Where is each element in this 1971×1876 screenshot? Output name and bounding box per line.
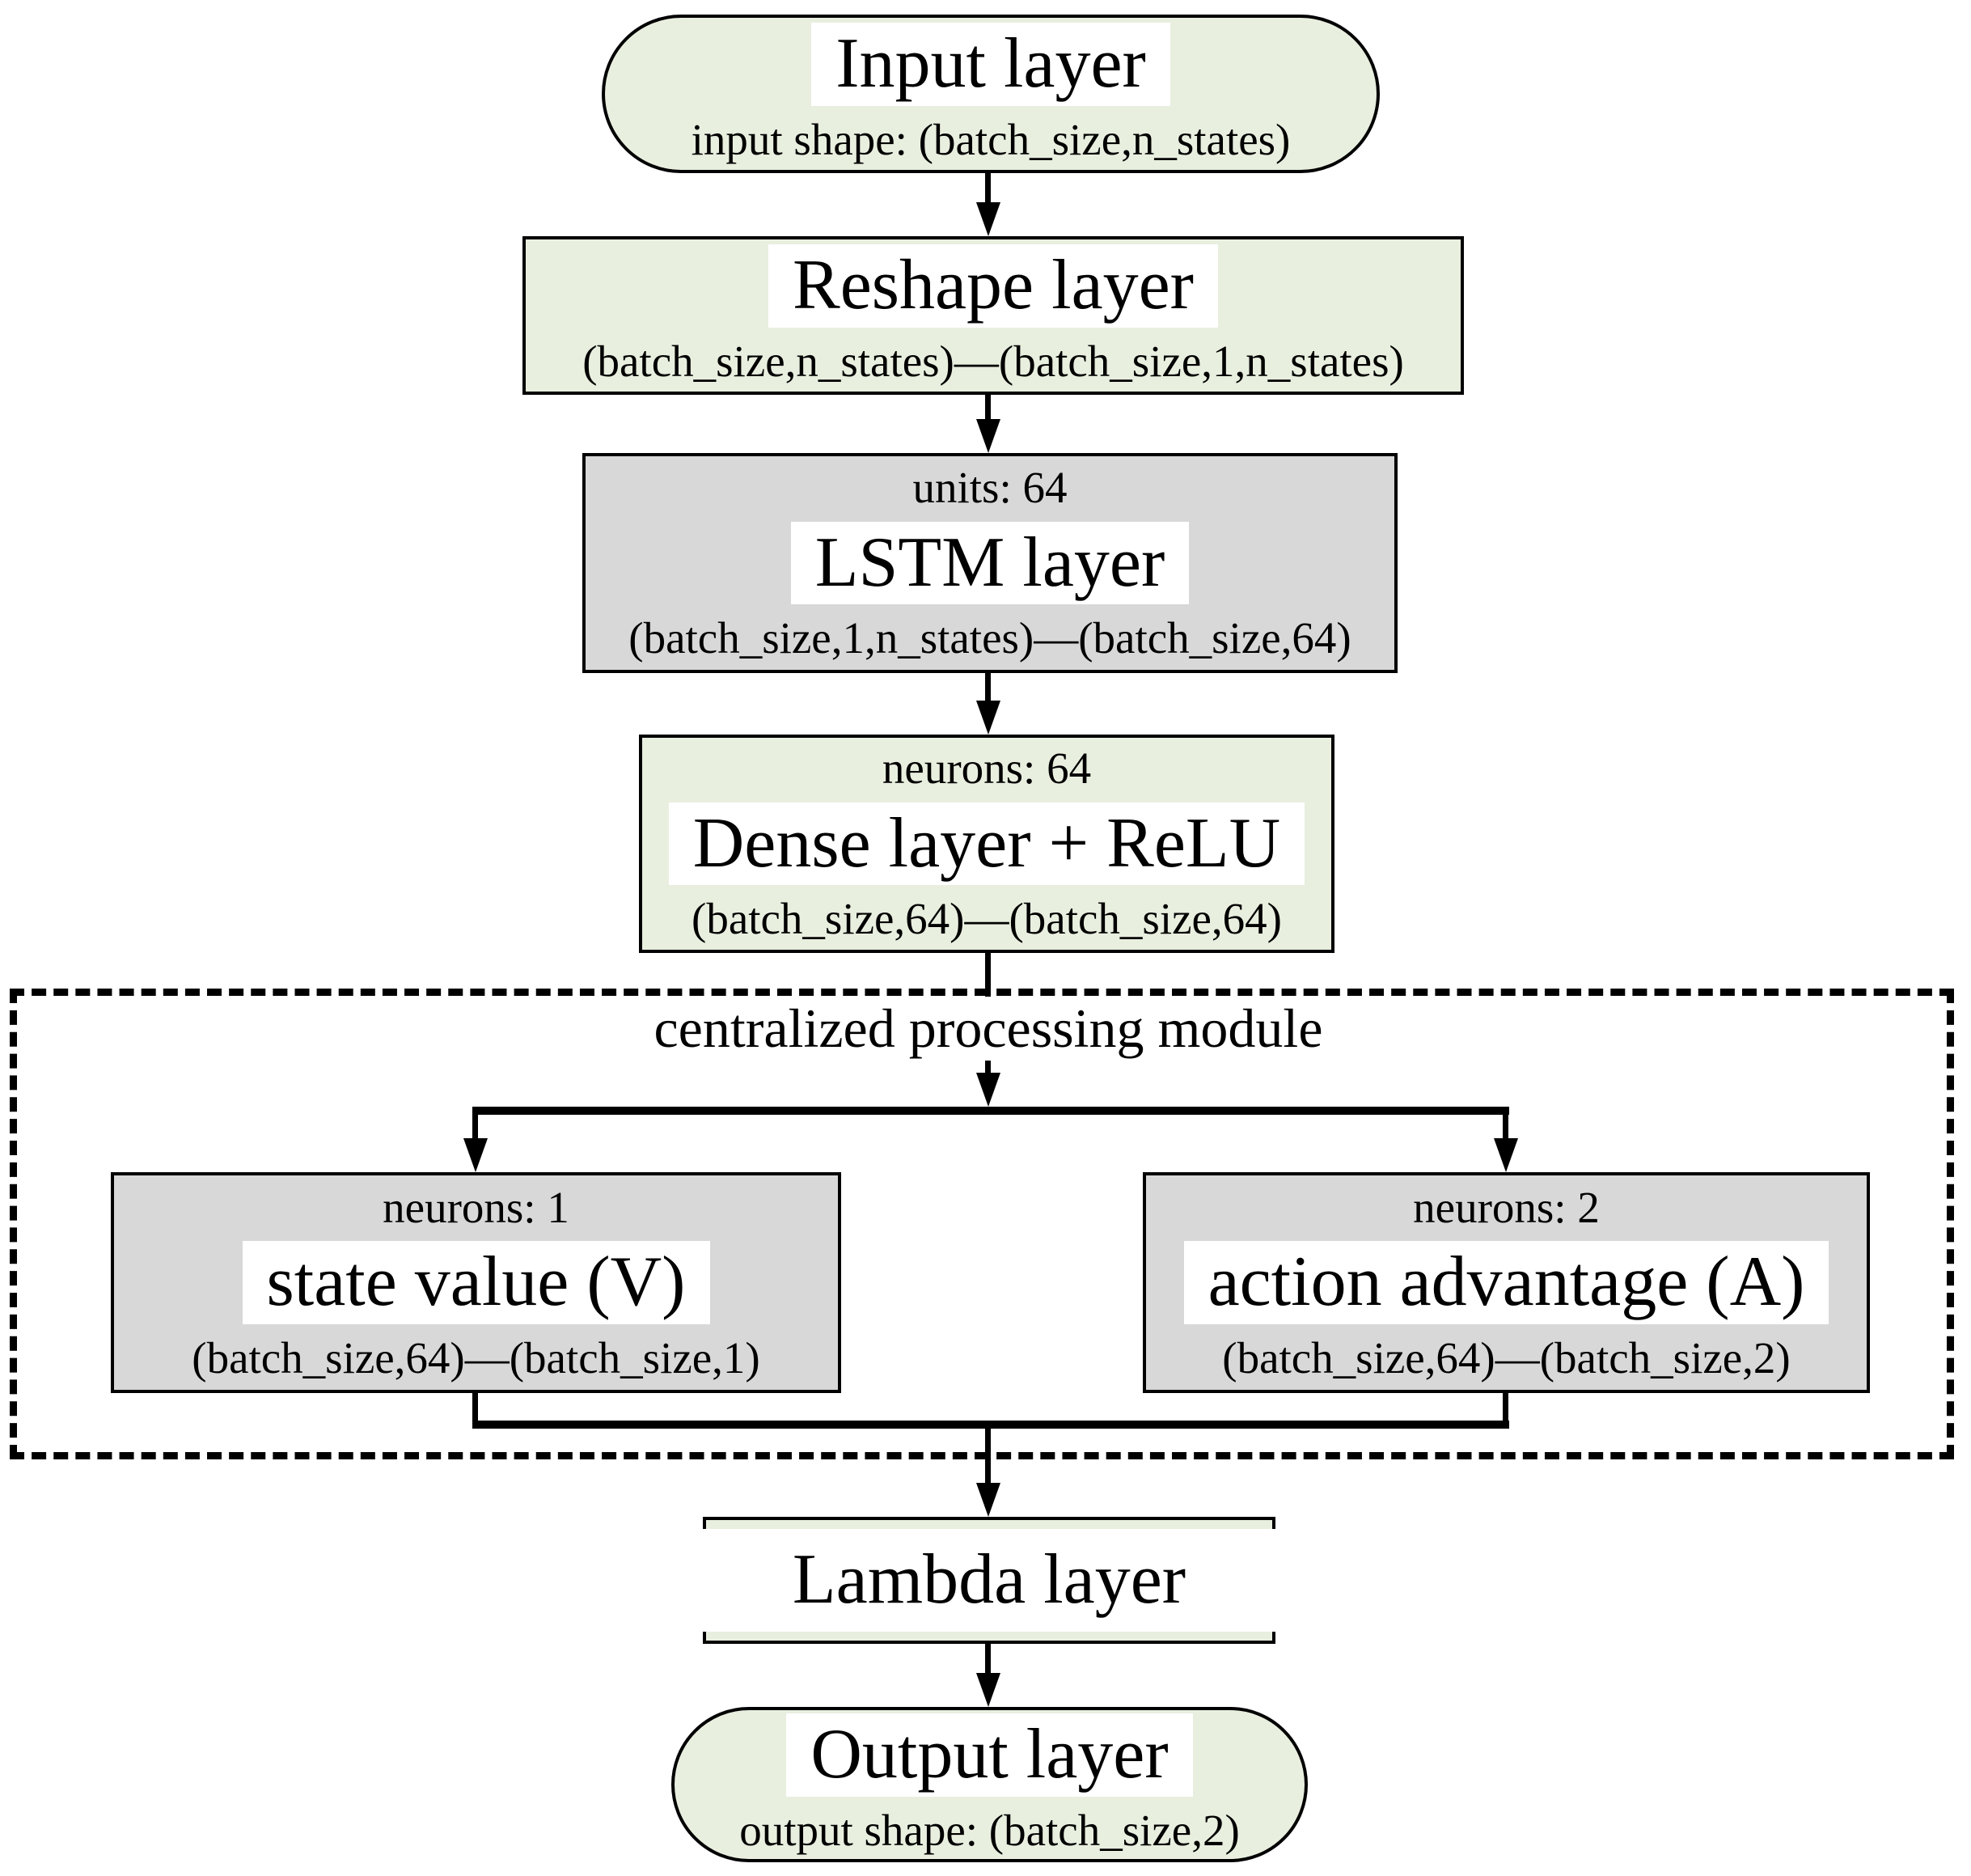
merge-line-state-value: [472, 1391, 478, 1424]
arrow-dense-to-split-head: [976, 1073, 1000, 1107]
node-input-layer: Input layer input shape: (batch_size,n_s…: [602, 15, 1380, 173]
arrow-split-to-state-value-head: [463, 1138, 488, 1172]
action-advantage-title: action advantage (A): [1183, 1241, 1829, 1324]
lstm-layer-shape: (batch_size,1,n_states)—(batch_size,64): [628, 613, 1351, 663]
split-bar: [472, 1107, 1509, 1115]
merge-line-action-advantage: [1503, 1391, 1508, 1424]
lstm-layer-units: units: 64: [912, 463, 1068, 513]
lambda-layer-title: Lambda layer: [695, 1529, 1284, 1632]
centralized-processing-module-label: centralized processing module: [634, 997, 1343, 1061]
reshape-layer-title: Reshape layer: [768, 244, 1218, 328]
arrow-lstm-to-dense-head: [976, 701, 1000, 735]
arrow-input-to-reshape-head: [976, 202, 1000, 236]
arrow-lambda-to-output-line: [985, 1644, 991, 1676]
dense-layer-shape: (batch_size,64)—(batch_size,64): [692, 894, 1282, 944]
arrow-split-to-state-value-line: [472, 1115, 478, 1141]
node-lambda-layer: Lambda layer: [695, 1517, 1284, 1644]
node-lstm-layer: units: 64 LSTM layer (batch_size,1,n_sta…: [582, 453, 1398, 673]
arrow-reshape-to-lstm-head: [976, 419, 1000, 453]
node-state-value: neurons: 1 state value (V) (batch_size,6…: [111, 1172, 841, 1393]
node-dense-relu-layer: neurons: 64 Dense layer + ReLU (batch_si…: [639, 735, 1334, 953]
state-value-shape: (batch_size,64)—(batch_size,1): [192, 1332, 760, 1383]
node-output-layer: Output layer output shape: (batch_size,2…: [671, 1707, 1308, 1862]
node-reshape-layer: Reshape layer (batch_size,n_states)—(bat…: [522, 236, 1464, 395]
output-layer-title: Output layer: [786, 1713, 1193, 1797]
node-action-advantage: neurons: 2 action advantage (A) (batch_s…: [1143, 1172, 1870, 1393]
state-value-neurons: neurons: 1: [383, 1182, 569, 1232]
action-advantage-neurons: neurons: 2: [1413, 1182, 1600, 1232]
state-value-title: state value (V): [242, 1241, 710, 1324]
arrow-merge-to-lambda-head: [976, 1483, 1000, 1517]
reshape-layer-shape: (batch_size,n_states)—(batch_size,1,n_st…: [582, 336, 1404, 386]
merge-bar: [472, 1421, 1509, 1429]
dense-layer-neurons: neurons: 64: [882, 743, 1092, 794]
arrow-reshape-to-lstm-line: [985, 395, 991, 422]
arrow-lambda-to-output-head: [976, 1673, 1000, 1707]
output-layer-shape: output shape: (batch_size,2): [739, 1805, 1240, 1855]
arrow-merge-to-lambda-line: [985, 1427, 991, 1485]
centralized-processing-module-box: [10, 989, 1954, 1459]
lstm-layer-title: LSTM layer: [790, 521, 1190, 605]
arrow-split-to-action-advantage-line: [1503, 1115, 1508, 1141]
arrow-split-to-action-advantage-head: [1494, 1138, 1518, 1172]
arrow-lstm-to-dense-line: [985, 671, 991, 705]
dense-layer-title: Dense layer + ReLU: [668, 802, 1305, 886]
arrow-input-to-reshape-line: [985, 173, 991, 205]
input-layer-shape: input shape: (batch_size,n_states): [691, 114, 1291, 164]
input-layer-title: Input layer: [811, 23, 1170, 106]
action-advantage-shape: (batch_size,64)—(batch_size,2): [1222, 1332, 1791, 1383]
